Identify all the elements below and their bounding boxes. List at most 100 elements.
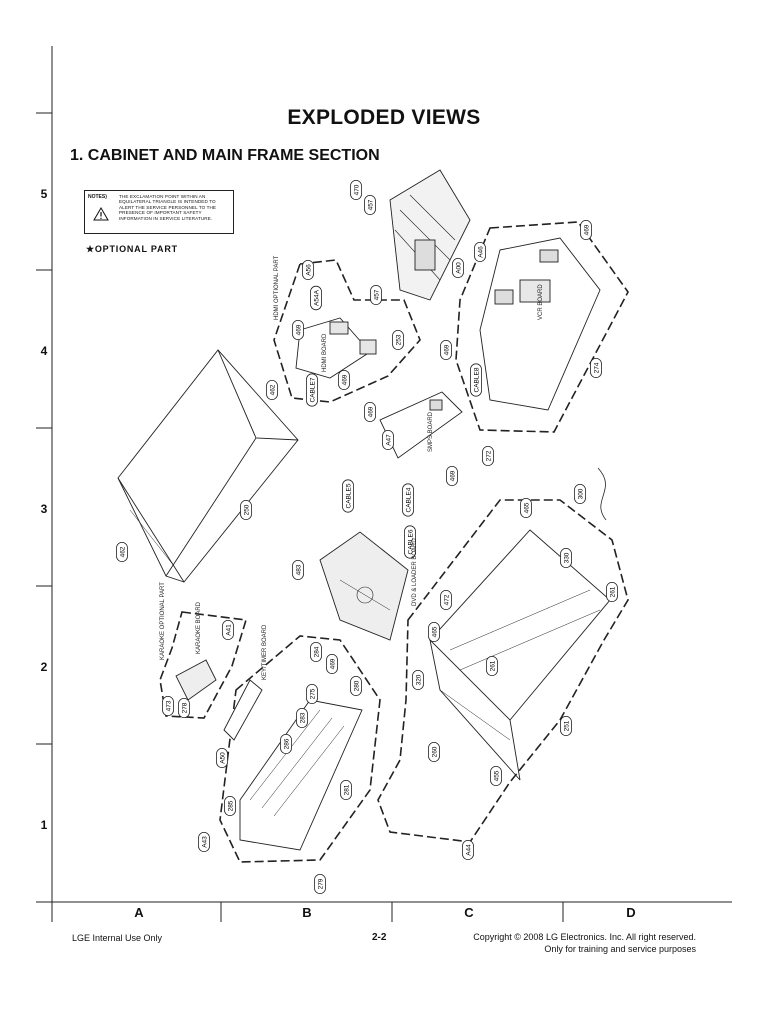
part-callout: CABLE6 [404,525,416,559]
part-callout: 320 [412,669,424,691]
part-callout-label: 320 [415,674,422,685]
footer-copyright: Copyright © 2008 LG Electronics. Inc. Al… [473,932,696,942]
part-callout-label: 272 [485,450,492,461]
part-callout: 274 [590,357,602,379]
part-callout: CABLE4 [402,483,414,517]
part-callout-label: CABLE6 [407,529,414,554]
part-callout-label: 469 [449,470,456,481]
part-callout-label: 279 [317,878,324,889]
part-callout: 284 [310,641,322,663]
dvd-loader-board-label: DVD & LOADER BOARD [412,538,418,606]
part-callout-label: 469 [443,344,450,355]
hdmi-optional-label: HDMI OPTIONAL PART [274,255,280,320]
part-callout-label: 455 [493,770,500,781]
part-callout-label: A54A [313,289,320,306]
part-callout: 280 [350,675,362,697]
part-callout-label: 457 [373,289,380,300]
part-callout: A00 [452,257,464,279]
part-callout-label: 472 [443,594,450,605]
safety-notes-box: NOTES) THE EXCLAMATION POINT WITHIN AN E… [84,190,234,234]
part-callout-label: A50 [219,752,226,764]
part-callout: A43 [198,831,210,853]
part-callout: 260 [428,741,440,763]
part-callout: 462 [266,379,278,401]
part-callout-label: 470 [353,184,360,195]
part-callout: 469 [580,219,592,241]
page-number: 2-2 [372,932,387,943]
part-callout: 469 [338,369,350,391]
part-callout: 286 [280,733,292,755]
vcr-board-label: VCR BOARD [538,284,544,320]
part-callout-label: 261 [489,660,496,671]
part-callout-label: 253 [395,334,402,345]
part-callout: 455 [490,765,502,787]
part-callout: 261 [606,581,618,603]
notes-label: NOTES) [88,194,107,200]
part-callout: 330 [560,547,572,569]
section-title: 1. CABINET AND MAIN FRAME SECTION [70,147,380,164]
part-callout-label: A41 [225,624,232,636]
part-callout-label: CABLE5 [345,483,352,508]
board-labels: HDMI OPTIONAL PART HDMI BOARD VCR BOARD … [160,255,544,680]
part-callout-label: 483 [295,564,302,575]
part-callout: A56 [302,259,314,281]
optional-part-legend: ★OPTIONAL PART [86,244,178,254]
column-letter-c: C [464,905,474,920]
part-callout: 457 [370,284,382,306]
part-callout-label: 469 [341,374,348,385]
part-callout-label: 260 [431,746,438,757]
page-title: EXPLODED VIEWS [287,106,481,129]
part-callout: A44 [462,839,474,861]
part-callout-label: A56 [305,264,312,276]
part-callout-label: 280 [353,680,360,691]
part-callout: CABLE8 [470,363,482,397]
hdmi-board-label: HDMI BOARD [322,333,328,372]
footer-left: LGE Internal Use Only [72,933,163,943]
row-number-1: 1 [40,818,48,832]
key-timer-board-label: KEY/TIMER BOARD [262,624,268,680]
row-number-4: 4 [40,344,48,358]
part-drawings [117,169,611,851]
part-callout-label: 465 [431,626,438,637]
part-callout-label: 465 [523,502,530,513]
part-callout: 470 [350,179,362,201]
part-callout: 457 [364,194,376,216]
part-callout: A54A [310,285,322,311]
part-callout: 465 [428,621,440,643]
part-callout-label: 469 [329,658,336,669]
part-callout-label: 283 [299,712,306,723]
part-callout-label: 469 [295,324,302,335]
part-callout-label: 300 [577,488,584,499]
notes-text: THE EXCLAMATION POINT WITHIN AN EQUILATE… [119,194,217,221]
part-callout-label: CABLE7 [309,377,316,402]
part-callout: 275 [306,683,318,705]
footer-usage: Only for training and service purposes [544,944,696,954]
part-callout-label: 261 [609,586,616,597]
part-callout: 272 [482,445,494,467]
part-callout-label: 286 [283,738,290,749]
column-letter-b: B [302,905,312,920]
part-callout: 278 [178,697,190,719]
part-callout: 283 [296,707,308,729]
part-callout-label: A00 [455,262,462,274]
part-callout-label: A47 [385,434,392,446]
part-callout-label: 281 [343,784,350,795]
part-callout: 469 [446,465,458,487]
column-letter-a: A [134,905,144,920]
part-callout-label: 469 [367,406,374,417]
part-callout-label: 462 [269,384,276,395]
part-callout: 300 [574,483,586,505]
part-callout-label: 285 [227,800,234,811]
part-callout: 483 [292,559,304,581]
part-callout-label: A43 [201,836,208,848]
part-callout: 279 [314,873,326,895]
part-callout: 462 [116,541,128,563]
part-callout: 469 [326,653,338,675]
part-callout: 285 [224,795,236,817]
karaoke-board-label: KARAOKE BOARD [196,601,202,654]
part-callout: 473 [162,695,174,717]
part-callout: CABLE5 [342,479,354,513]
part-callout: CABLE7 [306,373,318,407]
part-callout-label: 278 [181,702,188,713]
